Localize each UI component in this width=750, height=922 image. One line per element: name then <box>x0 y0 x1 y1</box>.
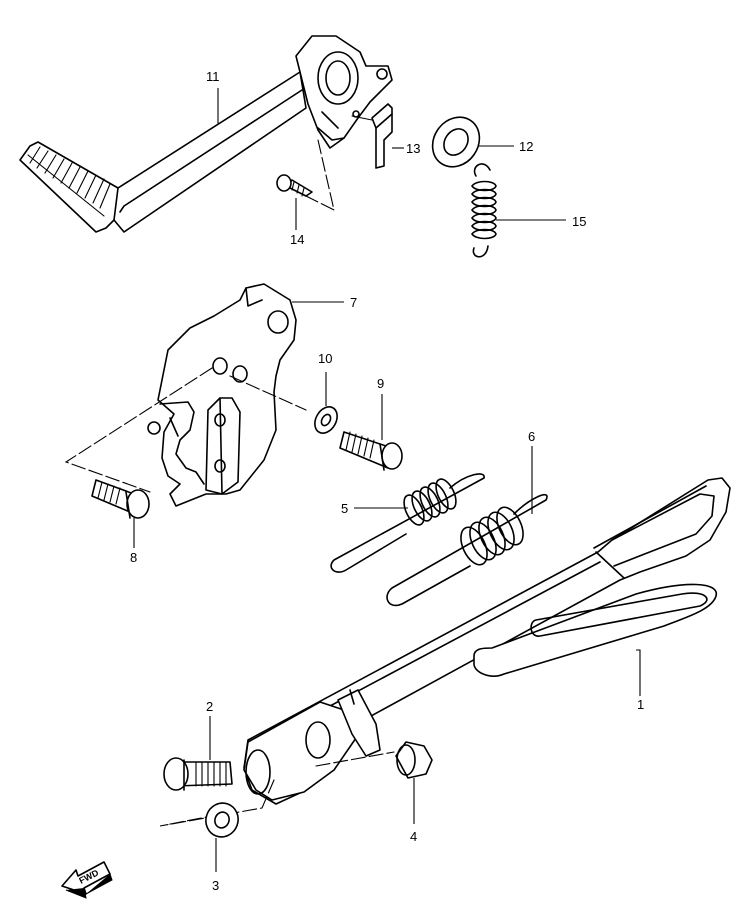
bracket-part-7 <box>64 283 344 507</box>
callout-2: 2 <box>206 699 213 714</box>
callout-4: 4 <box>410 829 417 844</box>
callout-10: 10 <box>318 351 332 366</box>
callout-12: 12 <box>519 139 533 154</box>
callout-7: 7 <box>350 295 357 310</box>
callout-5: 5 <box>341 501 348 516</box>
bolt-part-9 <box>339 394 403 471</box>
callout-13: 13 <box>406 141 420 156</box>
washer-part-12 <box>431 116 514 168</box>
clip-part-13 <box>351 103 404 169</box>
collar-part-4 <box>395 741 433 824</box>
spring-part-15 <box>471 163 566 258</box>
callout-14: 14 <box>290 232 304 247</box>
callout-1: 1 <box>637 697 644 712</box>
washer-part-10 <box>314 372 338 434</box>
callout-8: 8 <box>130 550 137 565</box>
shift-lever-part-11 <box>19 35 393 233</box>
callout-15: 15 <box>572 214 586 229</box>
callout-3: 3 <box>212 878 219 893</box>
fwd-arrow-icon: FWD <box>61 861 113 899</box>
side-stand-part-1 <box>243 477 731 805</box>
callout-11: 11 <box>206 69 220 84</box>
callout-9: 9 <box>377 376 384 391</box>
callout-6: 6 <box>528 429 535 444</box>
spring-part-6 <box>386 446 548 607</box>
bolt-part-8 <box>91 479 150 548</box>
washer-part-3 <box>205 802 239 872</box>
pivot-bolt-part-2 <box>159 716 395 827</box>
spring-part-5 <box>330 473 485 573</box>
bolt-part-14 <box>276 174 313 230</box>
